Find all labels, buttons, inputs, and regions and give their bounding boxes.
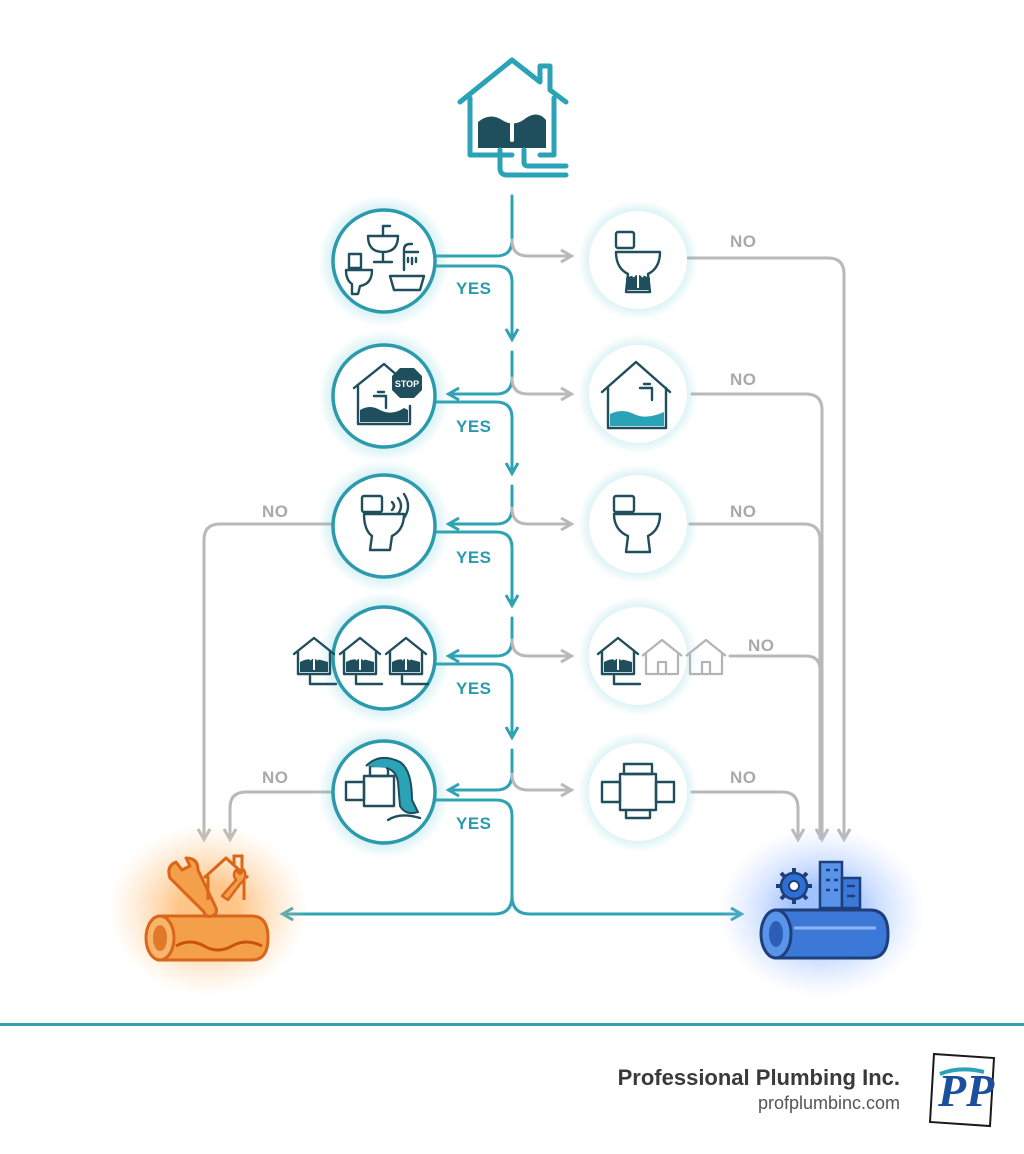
company-logo: PP <box>928 1052 995 1128</box>
multiple-houses-icon <box>292 636 430 686</box>
yes-label: YES <box>456 814 492 833</box>
overflowing-cleanout-icon <box>344 756 422 822</box>
left-node-2: STOP <box>318 330 450 462</box>
path-labels: NO YES NO YES NO NO YES NO YES NO NO YES <box>262 232 775 833</box>
right-node-2 <box>578 334 698 454</box>
yes-label: YES <box>456 548 492 567</box>
gear-icon <box>776 868 812 904</box>
no-label: NO <box>730 768 757 787</box>
right-node-5 <box>578 732 698 852</box>
municipal-sewer-main-icon <box>718 826 926 998</box>
svg-text:STOP: STOP <box>395 379 419 389</box>
house-water-rising-icon <box>457 57 569 178</box>
buildings-icon <box>818 860 862 910</box>
left-node-1 <box>318 195 450 327</box>
single-toilet-icon <box>614 230 662 294</box>
no-label: NO <box>730 232 757 251</box>
left-node-4 <box>292 592 450 724</box>
footer-divider <box>0 1023 1024 1026</box>
single-house-icon <box>596 636 727 686</box>
company-info: Professional Plumbing Inc. profplumbinc.… <box>618 1064 900 1114</box>
company-name: Professional Plumbing Inc. <box>617 1065 900 1090</box>
water-shutoff-stop-icon: STOP <box>352 362 422 426</box>
no-label: NO <box>730 370 757 389</box>
no-paths <box>196 238 852 843</box>
no-label: NO <box>730 502 757 521</box>
multiple-fixtures-icon <box>344 224 426 296</box>
repair-pipe-house-icon <box>108 824 308 996</box>
no-label: NO <box>262 502 289 521</box>
no-label: NO <box>262 768 289 787</box>
left-node-5 <box>318 726 450 858</box>
cleanout-pipe-icon <box>600 762 676 820</box>
no-label: NO <box>748 636 775 655</box>
yes-label: YES <box>456 417 492 436</box>
yes-label: YES <box>456 679 492 698</box>
right-node-1 <box>578 200 698 320</box>
gurgling-toilet-icon <box>360 492 410 552</box>
right-node-3 <box>578 464 698 584</box>
right-node-4 <box>578 596 727 716</box>
left-node-3 <box>318 460 450 592</box>
house-faucet-icon <box>600 360 672 430</box>
toilet-icon <box>612 494 662 554</box>
company-website[interactable]: profplumbinc.com <box>757 1093 900 1113</box>
yes-label: YES <box>456 279 492 298</box>
